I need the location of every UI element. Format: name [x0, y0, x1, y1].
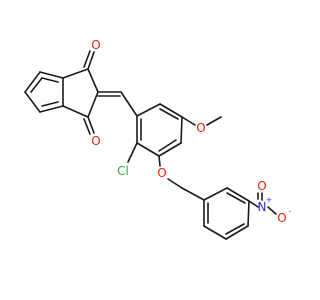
chloro-bond — [127, 142, 138, 163]
oxygen-atom-label: O — [277, 211, 286, 225]
oxygen-atom-label: O — [91, 134, 100, 148]
indanedione-five-ring — [62, 68, 99, 118]
nitrogen-charge-label: + — [266, 196, 273, 205]
carbonyl-bottom — [83, 116, 95, 135]
chlorine-atom-label: Cl — [117, 164, 129, 178]
oxygen-charge-label: - — [289, 207, 292, 216]
oxygen-atom-label: O — [196, 121, 205, 135]
indanedione-benzene-ring — [24, 71, 64, 113]
exocyclic-double-bond — [97, 91, 138, 117]
nitro-bonds — [248, 192, 277, 215]
methoxy-group — [181, 116, 222, 126]
oxygen-atom-label: O — [257, 179, 266, 193]
oxygen-atom-label: O — [91, 38, 100, 52]
nitrophenyl-ring — [203, 187, 250, 240]
nitrogen-atom-label: N — [258, 200, 267, 214]
benzyl-ether-bonds — [158, 155, 205, 201]
central-benzene-ring — [136, 103, 183, 157]
molecule-structure: O O O Cl O N + O O - — [24, 38, 292, 240]
oxygen-atom-label: O — [157, 166, 166, 180]
carbonyl-top — [83, 50, 95, 70]
